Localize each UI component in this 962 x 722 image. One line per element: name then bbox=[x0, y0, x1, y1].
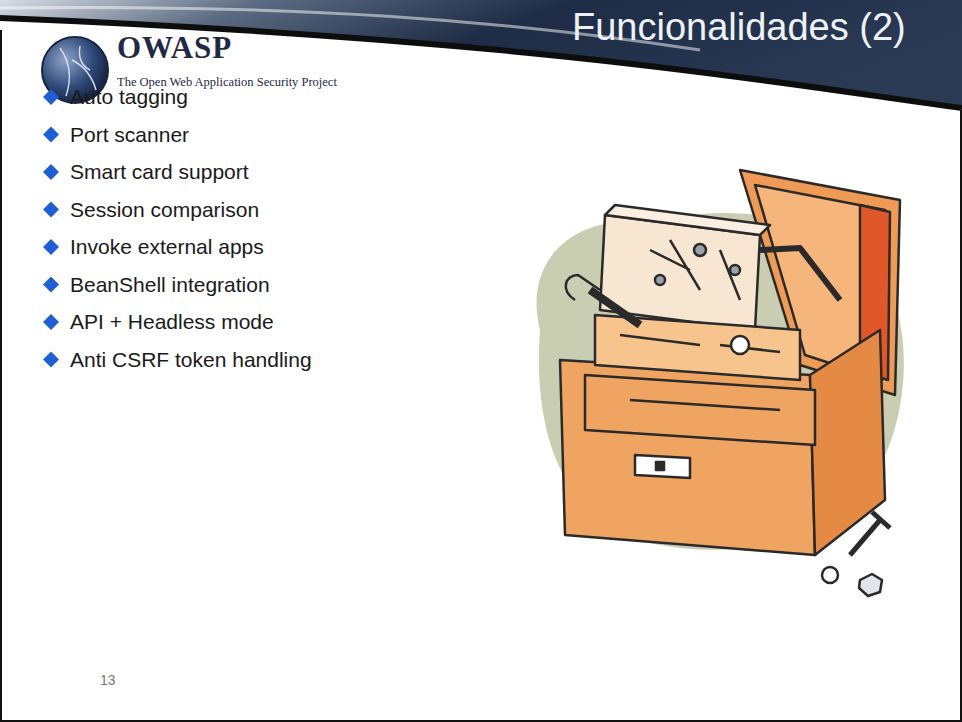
bullet-item: Port scanner bbox=[70, 123, 189, 147]
bullet-item: Session comparison bbox=[70, 198, 259, 222]
bullet-item: BeanShell integration bbox=[70, 273, 270, 297]
toolbox-illustration bbox=[537, 170, 904, 596]
bullet-diamond bbox=[43, 89, 59, 105]
bullet-item: Anti CSRF token handling bbox=[70, 348, 312, 372]
slide-frame bbox=[1, 30, 961, 721]
bullet-diamond bbox=[43, 239, 59, 255]
bullet-diamond bbox=[43, 164, 59, 180]
slide-title: Funcionalidades (2) bbox=[572, 6, 906, 49]
page-number: 13 bbox=[100, 672, 116, 688]
bullet-diamond bbox=[43, 277, 59, 293]
bullet-diamond bbox=[43, 127, 59, 143]
bullet-diamond bbox=[43, 352, 59, 368]
bullet-item: Smart card support bbox=[70, 160, 249, 184]
bullet-item: Invoke external apps bbox=[70, 235, 264, 259]
bullet-item: API + Headless mode bbox=[70, 310, 274, 334]
bullet-item: Auto tagging bbox=[70, 85, 188, 109]
bullet-diamond bbox=[43, 314, 59, 330]
header-band bbox=[0, 0, 962, 108]
bullet-diamond bbox=[43, 202, 59, 218]
logo-wordmark: OWASP bbox=[117, 30, 232, 66]
